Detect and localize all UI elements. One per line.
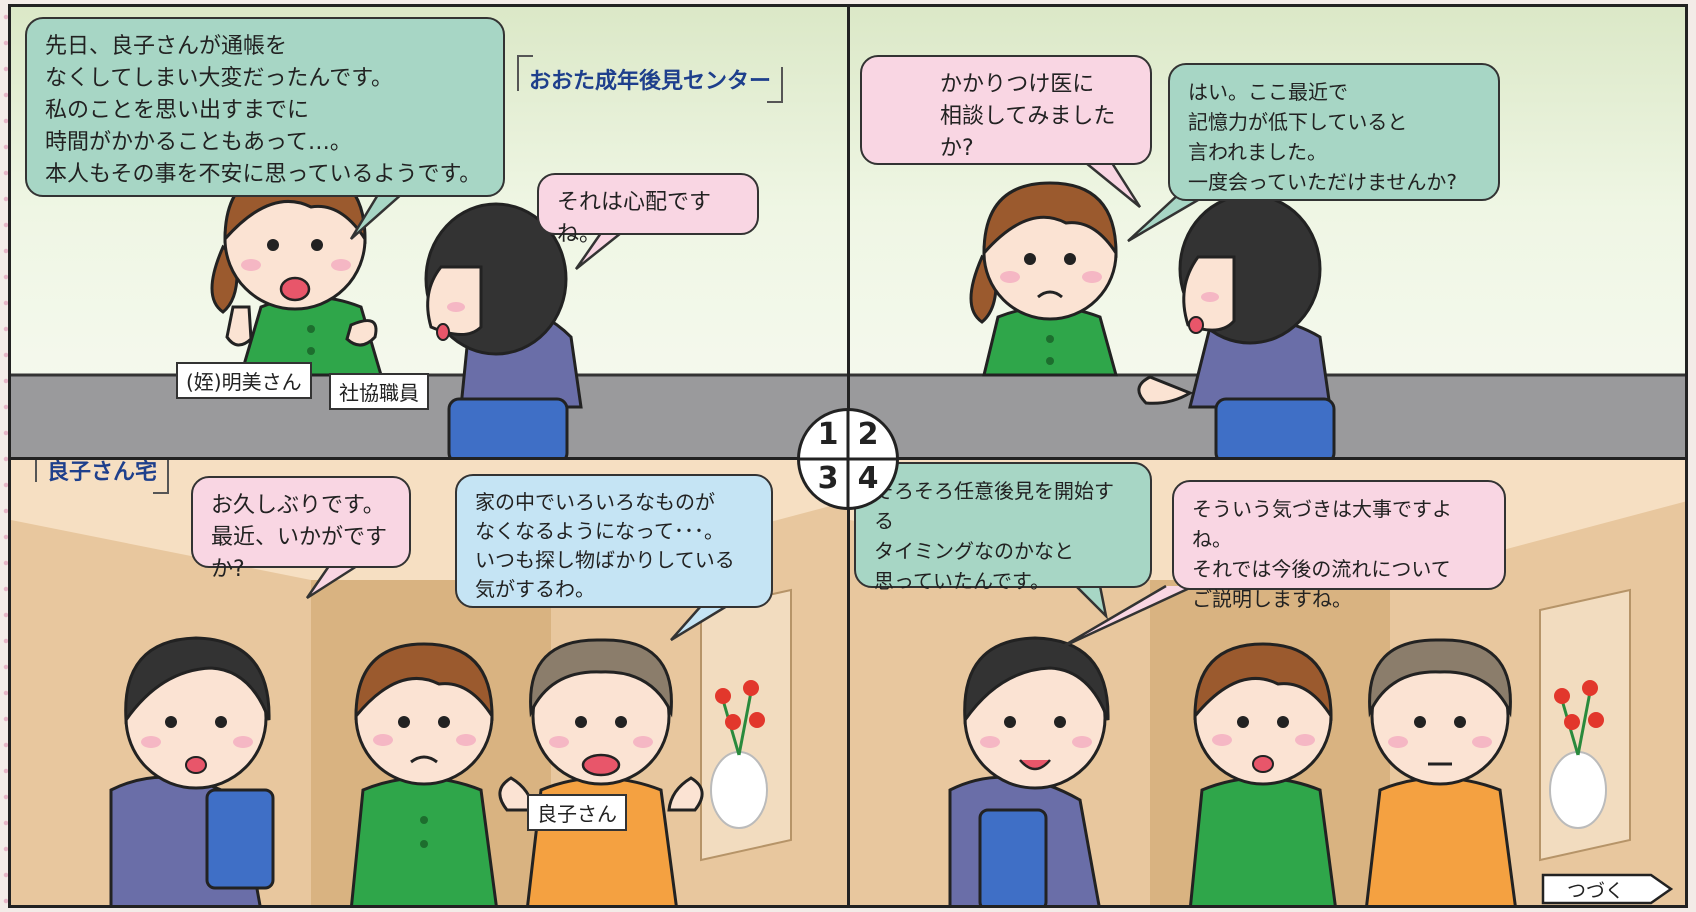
clipboard bbox=[205, 788, 275, 890]
panel-number-2: 2 bbox=[857, 417, 879, 452]
panel-3-scene bbox=[11, 501, 847, 905]
bubble-2-tail bbox=[574, 232, 622, 270]
panel-number-3: 3 bbox=[817, 461, 839, 496]
flower-vase bbox=[1549, 680, 1607, 829]
bubble-2-tail bbox=[1059, 584, 1195, 650]
worker-figure bbox=[424, 202, 583, 409]
panel-number-4: 4 bbox=[857, 461, 879, 496]
akemi-speech-bubble: そういう気づきは大事ですよね。 それでは今後の流れについて ご説明しますね。 bbox=[1172, 480, 1506, 611]
yoshiko-figure bbox=[1365, 638, 1517, 905]
chair bbox=[447, 397, 569, 457]
location-caption: 良子さん宅 bbox=[35, 460, 170, 494]
panel-order-badge: 1 2 3 4 bbox=[797, 408, 899, 510]
akemi-speech-bubble: 先日、良子さんが通帳を なくしてしまい大変だったんです。 私のことを思い出すまで… bbox=[25, 17, 505, 197]
table-top bbox=[11, 375, 847, 457]
yoshiko-figure bbox=[498, 638, 704, 905]
worker-figure bbox=[948, 636, 1110, 905]
akemi-name-label: (姪)明美さん bbox=[176, 362, 312, 399]
worker-figure bbox=[1137, 193, 1332, 409]
location-caption: おおた成年後見センター bbox=[517, 55, 784, 103]
bubble-1-tail bbox=[1085, 162, 1142, 208]
continue-label: つづく bbox=[1567, 880, 1625, 902]
worker-speech-bubble: それは心配ですね。 bbox=[537, 173, 759, 247]
bubble-1-tail bbox=[1075, 585, 1109, 620]
panel-4: そろそろ任意後見を開始する タイミングなのかなと 思っていたんです。 そういう気… bbox=[847, 457, 1688, 908]
worker-name-label: 社協職員 bbox=[329, 373, 429, 410]
worker-figure bbox=[109, 636, 275, 905]
worker-speech-bubble: お久しぶりです。 最近、いかがですか? bbox=[191, 476, 411, 582]
panel-1: 通 帳 先日、良子さんが通帳を なくしてしまい大変だったんです。 私のことを思い… bbox=[8, 4, 850, 460]
akemi-figure bbox=[969, 181, 1118, 377]
panel-3: 良子さん宅 お久しぶりです。 最近、いかがですか? 家の中でいろいろなものが な… bbox=[8, 457, 850, 908]
akemi-figure bbox=[1189, 642, 1337, 905]
worker-speech-bubble: かかりつけ医に 相談してみましたか? bbox=[860, 55, 1152, 165]
bubble-1-tail bbox=[305, 564, 358, 600]
akemi-speech-bubble: はい。ここ最近で 記憶力が低下していると 言われました。 一度会っていただけませ… bbox=[1168, 63, 1500, 201]
panel-2: かかりつけ医に 相談してみましたか? はい。ここ最近で 記憶力が低下していると … bbox=[847, 4, 1688, 460]
continue-arrow: つづく bbox=[1541, 873, 1673, 905]
panel-number-1: 1 bbox=[817, 417, 839, 452]
akemi-figure bbox=[210, 165, 384, 377]
panel-4-scene bbox=[850, 501, 1685, 905]
bubble-1-tail bbox=[349, 192, 404, 240]
bubble-2-tail bbox=[1127, 191, 1211, 243]
yoshiko-speech-bubble: 家の中でいろいろなものが なくなるようになって･･･。 いつも探し物ばかりしてい… bbox=[455, 474, 773, 608]
chair bbox=[1214, 397, 1336, 457]
clipboard bbox=[978, 808, 1048, 905]
worker-speech-bubble: そろそろ任意後見を開始する タイミングなのかなと 思っていたんです。 bbox=[854, 462, 1152, 593]
yoshiko-name-label: 良子さん bbox=[527, 794, 627, 831]
akemi-figure bbox=[350, 642, 498, 905]
bubble-2-tail bbox=[670, 604, 728, 642]
flower-vase bbox=[710, 680, 768, 829]
